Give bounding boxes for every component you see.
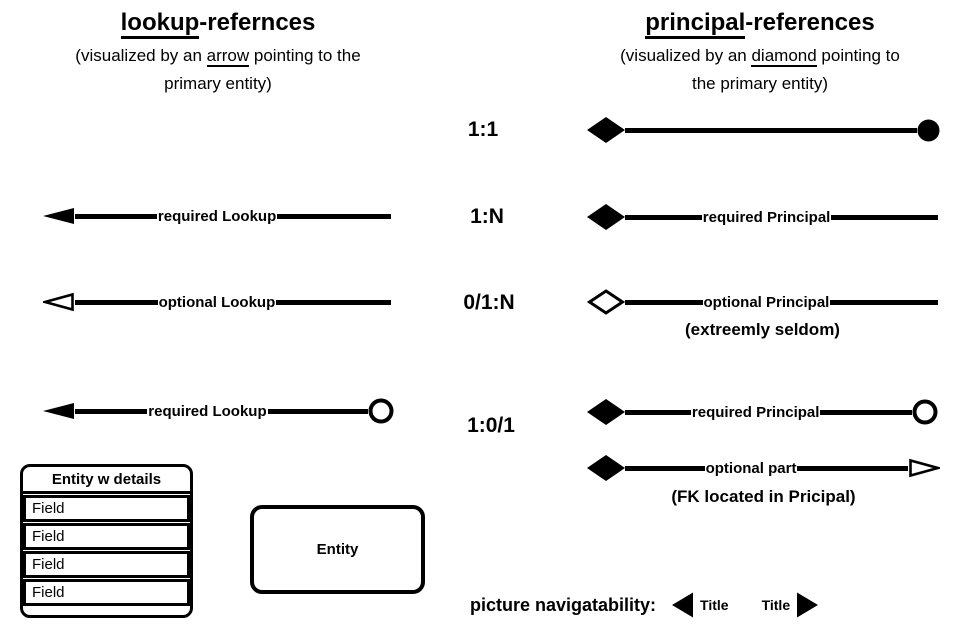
connector-1-1	[587, 117, 940, 143]
lookup-subtitle: (visualized by an arrow pointing to the …	[28, 42, 408, 98]
hollow-circle-icon	[368, 398, 394, 424]
connector-line	[277, 213, 391, 219]
entity-field-row: Field	[23, 579, 190, 606]
connector-line	[267, 408, 368, 414]
connector-label: optional part	[705, 459, 797, 477]
principal-subtitle-line1: (visualized by an diamond pointing to	[570, 42, 950, 70]
optional-part-note: (FK located in Pricipal)	[671, 487, 856, 506]
cardinality-label-1-0-1: 1:0/1	[467, 414, 515, 437]
connector-line	[625, 299, 703, 305]
nav-left-title: Title	[700, 597, 729, 613]
connector-line	[625, 214, 702, 220]
subtitle-text: pointing to the	[249, 46, 361, 65]
connector-label: required Principal	[702, 208, 831, 226]
connector-label: required Principal	[691, 403, 820, 421]
connector-line	[75, 408, 148, 414]
picture-navigatability-legend: picture navigatability: Title Title	[470, 590, 819, 620]
connector-optional-lookup: optional Lookup	[43, 289, 391, 315]
filled-diamond-icon	[587, 455, 625, 481]
picture-navigatability-label: picture navigatability:	[470, 594, 657, 615]
subtitle-text: pointing to	[816, 46, 900, 65]
principal-title: principal-references	[570, 8, 950, 39]
connector-required-lookup-101: required Lookup	[43, 398, 394, 424]
subtitle-text: (visualized by an	[620, 46, 752, 65]
connector-label: required Lookup	[157, 207, 277, 225]
connector-line	[797, 465, 908, 471]
principal-title-emphasized: principal	[645, 9, 746, 39]
lookup-title-block: lookup-refernces (visualized by an arrow…	[28, 8, 408, 98]
connector-line	[830, 299, 938, 305]
entity-box: Entity	[250, 505, 425, 594]
connector-line	[75, 213, 157, 219]
lookup-subtitle-line2: primary entity)	[164, 74, 272, 93]
lookup-title: lookup-refernces	[28, 8, 408, 39]
cardinality-label-1-1: 1:1	[467, 118, 499, 141]
subtitle-underlined-word: diamond	[751, 46, 817, 67]
connector-line	[625, 409, 691, 415]
hollow-arrow-right-icon	[909, 458, 940, 478]
connector-required-principal-101: required Principal	[587, 399, 938, 425]
connector-required-lookup-1n: required Lookup	[43, 203, 391, 229]
connector-line	[831, 214, 938, 220]
filled-arrow-left-icon	[43, 208, 74, 224]
nav-left-icon	[672, 592, 694, 618]
hollow-arrow-left-icon	[43, 292, 74, 312]
connector-line	[276, 299, 391, 305]
entity-field-row: Field	[23, 551, 190, 578]
principal-subtitle: (visualized by an diamond pointing to th…	[570, 42, 950, 98]
connector-line	[75, 299, 158, 305]
lookup-title-rest: -refernces	[199, 9, 316, 36]
subtitle-underlined-word: arrow	[206, 46, 250, 67]
filled-diamond-icon	[587, 204, 625, 230]
lookup-subtitle-line1: (visualized by an arrow pointing to the	[28, 42, 408, 70]
connector-optional-part: optional part	[587, 455, 940, 481]
hollow-diamond-icon	[587, 289, 625, 315]
entity-field-row: Field	[23, 495, 190, 522]
entity-details-header: Entity w details	[23, 467, 190, 494]
principal-subtitle-line2: the primary entity)	[691, 74, 829, 93]
subtitle-text: (visualized by an	[75, 46, 207, 65]
connector-line	[820, 409, 912, 415]
lookup-title-emphasized: lookup	[120, 9, 200, 39]
principal-title-rest: -references	[745, 9, 875, 36]
connector-label: required Lookup	[148, 402, 267, 420]
connector-label: optional Principal	[703, 293, 830, 311]
principal-title-block: principal-references (visualized by an d…	[570, 8, 950, 98]
optional-principal-note: (extreemly seldom)	[685, 320, 840, 339]
filled-arrow-left-icon	[43, 403, 74, 419]
filled-diamond-icon	[587, 117, 625, 143]
entity-with-details-box: Entity w details Field Field Field Field	[20, 464, 193, 618]
connector-optional-principal: optional Principal	[587, 289, 938, 315]
cardinality-label-1-n: 1:N	[470, 205, 504, 228]
entity-field-row: Field	[23, 523, 190, 550]
filled-circle-icon	[917, 119, 940, 141]
connector-line	[625, 465, 705, 471]
filled-diamond-icon	[587, 399, 625, 425]
connector-line	[625, 127, 917, 133]
cardinality-label-0-1-n: 0/1:N	[463, 291, 515, 314]
nav-right-icon	[797, 592, 819, 618]
nav-right-title: Title	[761, 597, 791, 613]
connector-label: optional Lookup	[158, 293, 276, 311]
connector-required-principal-1n: required Principal	[587, 204, 938, 230]
hollow-circle-icon	[912, 399, 938, 425]
